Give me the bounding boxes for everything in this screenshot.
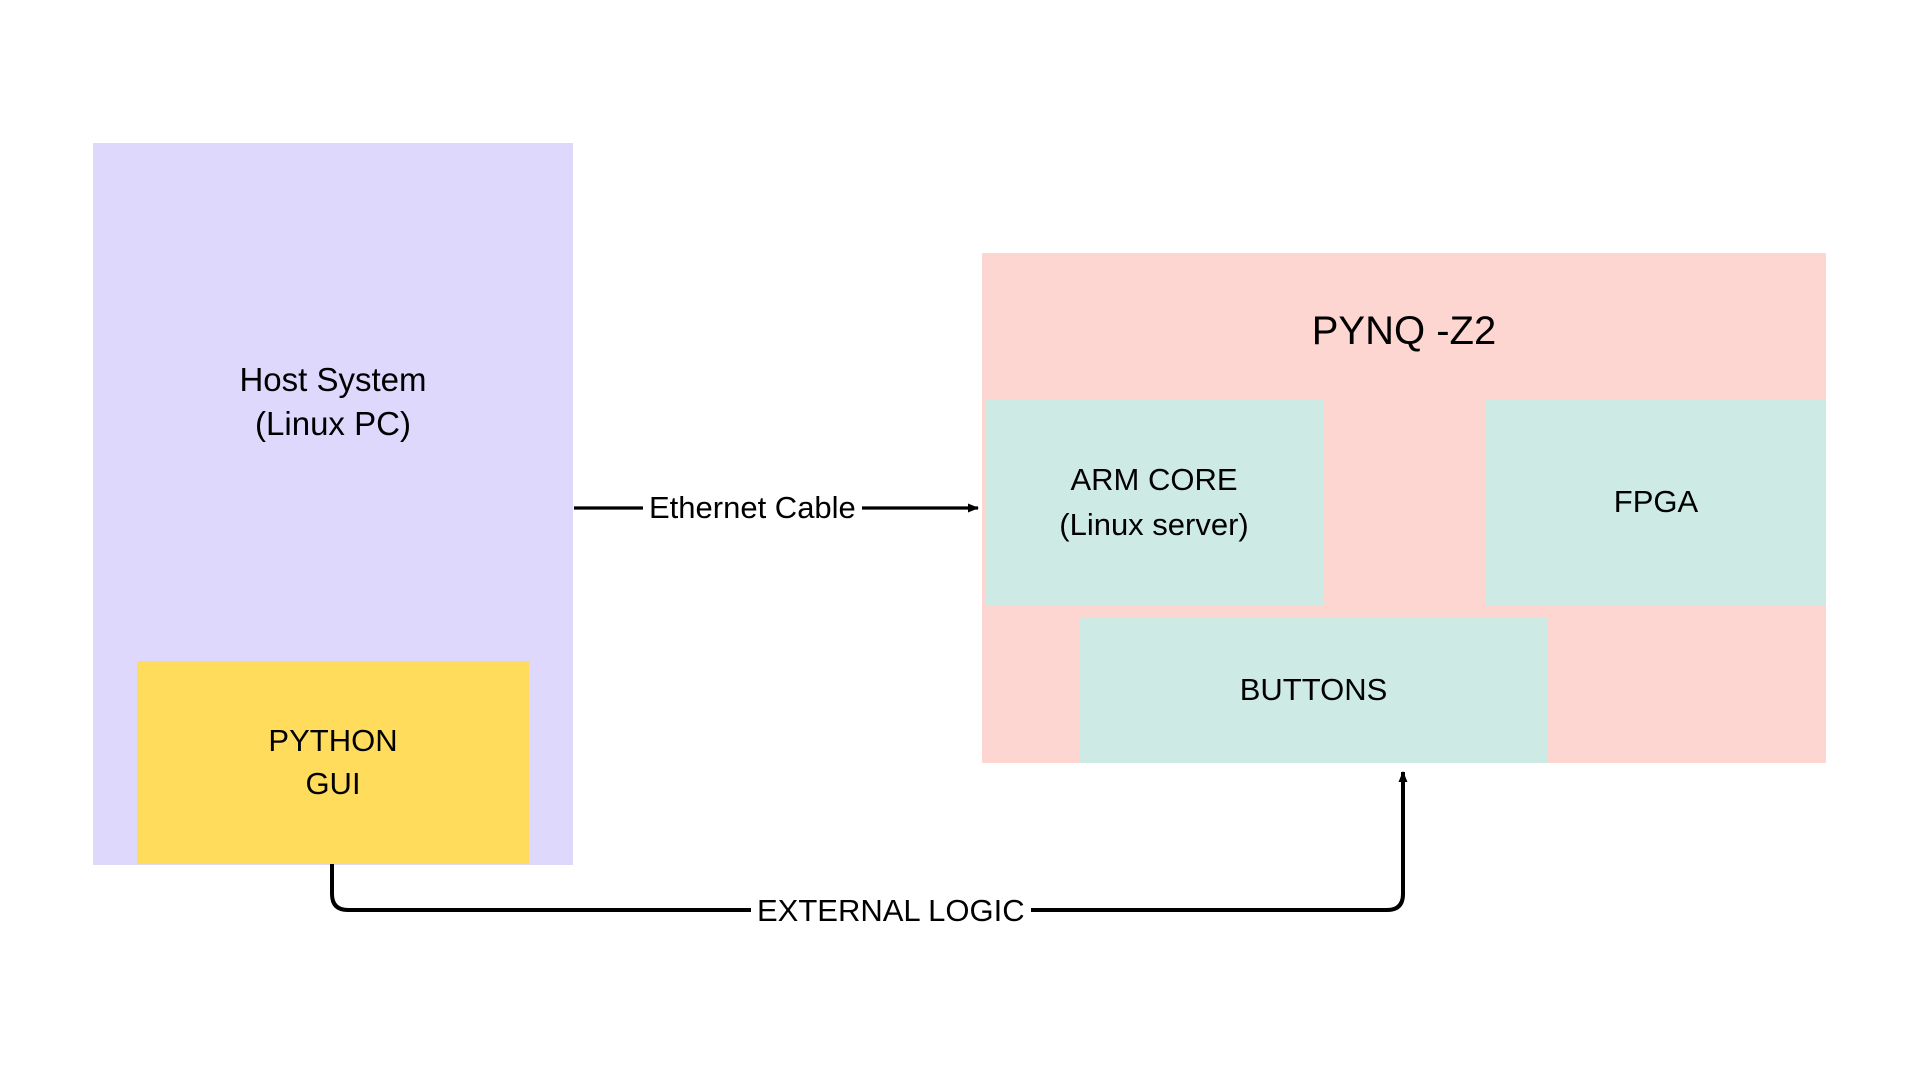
arm-core-box[interactable]: ARM CORE (Linux server) (985, 400, 1323, 605)
buttons-label: BUTTONS (1239, 671, 1388, 707)
host-system-subtitle: (Linux PC) (255, 404, 411, 442)
arm-core-label-line1: ARM CORE (1070, 462, 1238, 498)
python-gui-box[interactable]: PYTHON GUI (137, 661, 529, 864)
host-system-title: Host System (239, 361, 427, 398)
arm-core-label-line2: (Linux server) (1059, 506, 1249, 542)
ethernet-cable-label: Ethernet Cable (643, 492, 862, 523)
python-gui-label-line2: GUI (305, 765, 361, 801)
buttons-box[interactable]: BUTTONS (1080, 617, 1547, 763)
python-gui-label-line1: PYTHON (268, 722, 398, 758)
external-logic-label: EXTERNAL LOGIC (751, 895, 1031, 926)
fpga-box[interactable]: FPGA (1486, 400, 1826, 605)
fpga-label: FPGA (1613, 484, 1699, 520)
pynq-z2-title: PYNQ -Z2 (1311, 309, 1497, 353)
host-access-note: You access this machine (93, 143, 573, 723)
host-system-label-group: Host System (Linux PC) (93, 143, 573, 446)
